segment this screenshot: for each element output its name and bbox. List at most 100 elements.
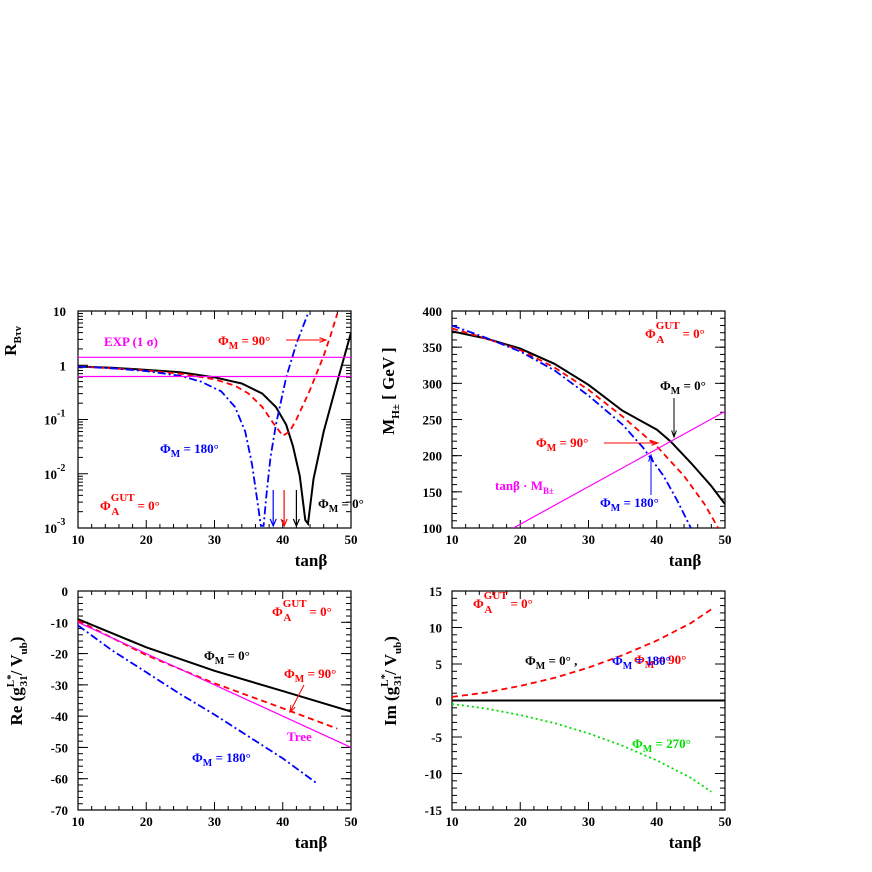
annotation-arrowhead — [651, 440, 660, 446]
annotation-label: Tree — [287, 729, 312, 744]
y-tick-label: -10 — [425, 767, 442, 782]
y-tick-label: 0 — [62, 584, 69, 599]
series-line-2 — [452, 703, 712, 793]
series-group — [78, 313, 351, 527]
series-line-0 — [452, 608, 712, 698]
x-tick-label: 40 — [650, 814, 663, 829]
annotation-label: ΦM = 270° — [632, 736, 691, 755]
y-tick-label: 300 — [423, 376, 443, 391]
annotation-label: ΦM = 0° — [318, 496, 364, 515]
y-tick-label: -60 — [51, 772, 68, 787]
series-group — [452, 608, 725, 793]
y-tick-label: -10 — [51, 615, 68, 630]
annotation-arrowhead — [289, 704, 296, 714]
x-axis-label: tanβ — [669, 551, 702, 570]
y-tick-label: -50 — [51, 740, 68, 755]
y-tick-label: 10 — [53, 304, 66, 319]
x-tick-label: 50 — [345, 814, 358, 829]
x-tick-label: 10 — [72, 532, 85, 547]
x-tick-label: 30 — [582, 814, 595, 829]
x-tick-label: 10 — [72, 814, 85, 829]
series-line-3 — [513, 410, 725, 528]
y-tick-label: 150 — [423, 485, 443, 500]
y-tick-label: 15 — [429, 584, 443, 599]
y-axis-label: RBτν — [1, 326, 24, 356]
y-tick-label: -20 — [51, 647, 68, 662]
x-tick-label: 10 — [446, 814, 459, 829]
x-tick-label: 30 — [208, 814, 221, 829]
x-tick-label: 40 — [650, 532, 663, 547]
x-tick-label: 30 — [208, 532, 221, 547]
y-tick-label: 10-2 — [44, 463, 65, 482]
x-tick-label: 20 — [514, 814, 527, 829]
annotation-arrowhead — [648, 453, 654, 462]
annotation-label: EXP (1 σ) — [104, 334, 158, 349]
series-line-3 — [78, 621, 351, 748]
marker-arrowhead — [269, 518, 277, 528]
y-tick-label: 10-3 — [44, 517, 65, 536]
y-tick-label: -15 — [425, 803, 443, 818]
y-tick-label: 400 — [423, 304, 443, 319]
series-line-2 — [78, 624, 318, 785]
series-group — [78, 618, 351, 785]
x-tick-label: 50 — [345, 532, 358, 547]
annotation-label: ΦM = 0° , — [525, 653, 577, 672]
y-axis-label: MH± [ GeV ] — [379, 347, 402, 434]
annotation-label: ΦM = 90° — [536, 435, 588, 454]
plot-frame — [77, 590, 352, 811]
marker-arrowhead — [292, 518, 300, 528]
y-tick-label: -70 — [51, 803, 68, 818]
y-tick-label: 5 — [436, 657, 443, 672]
y-axis-label: Im (gL*31/ Vub) — [379, 636, 404, 726]
series-line-2 — [78, 313, 309, 527]
y-tick-label: 0 — [436, 694, 443, 709]
y-axis-label: Re (gL*31/ Vub) — [5, 637, 30, 726]
x-axis-label: tanβ — [295, 833, 328, 852]
x-tick-label: 20 — [140, 532, 153, 547]
annotation-label: ΦM = 90° — [218, 333, 270, 352]
marker-arrowhead — [280, 518, 288, 528]
annotation-label: ΦM = 180° — [612, 653, 671, 672]
annotation-arrowhead — [319, 337, 328, 343]
annotation-label: ΦM = 180° — [192, 750, 251, 769]
plot-frame — [451, 310, 726, 529]
x-tick-label: 50 — [719, 532, 732, 547]
series-line-1 — [78, 313, 339, 438]
x-tick-label: 20 — [140, 814, 153, 829]
annotation-label: ΦM = 90° — [284, 666, 336, 685]
x-axis-label: tanβ — [295, 551, 328, 570]
series-line-2 — [452, 324, 692, 528]
series-line-1 — [452, 327, 719, 528]
annotation-arrow — [289, 684, 305, 713]
x-axis-label: tanβ — [669, 833, 702, 852]
annotation-arrowhead — [671, 430, 677, 439]
x-tick-label: 30 — [582, 532, 595, 547]
y-tick-label: 10 — [429, 621, 442, 636]
y-tick-label: 250 — [423, 413, 443, 428]
y-tick-label: 350 — [423, 340, 443, 355]
x-tick-label: 40 — [276, 814, 289, 829]
series-group — [452, 324, 725, 528]
annotation-label: ΦM = 90° — [634, 652, 686, 671]
y-tick-label: -40 — [51, 709, 68, 724]
x-tick-label: 20 — [514, 532, 527, 547]
annotation-label: ΦM = 0° — [660, 378, 706, 397]
y-tick-label: 1 — [60, 358, 67, 373]
x-tick-label: 10 — [446, 532, 459, 547]
x-tick-label: 50 — [719, 814, 732, 829]
annotation-label: ΦM = 180° — [160, 441, 219, 460]
annotation-label: ΦM = 180° — [600, 495, 659, 514]
x-tick-label: 40 — [276, 532, 289, 547]
y-tick-label: 200 — [423, 449, 443, 464]
annotation-label: ΦM = 0° — [204, 648, 250, 667]
y-tick-label: 100 — [423, 521, 443, 536]
